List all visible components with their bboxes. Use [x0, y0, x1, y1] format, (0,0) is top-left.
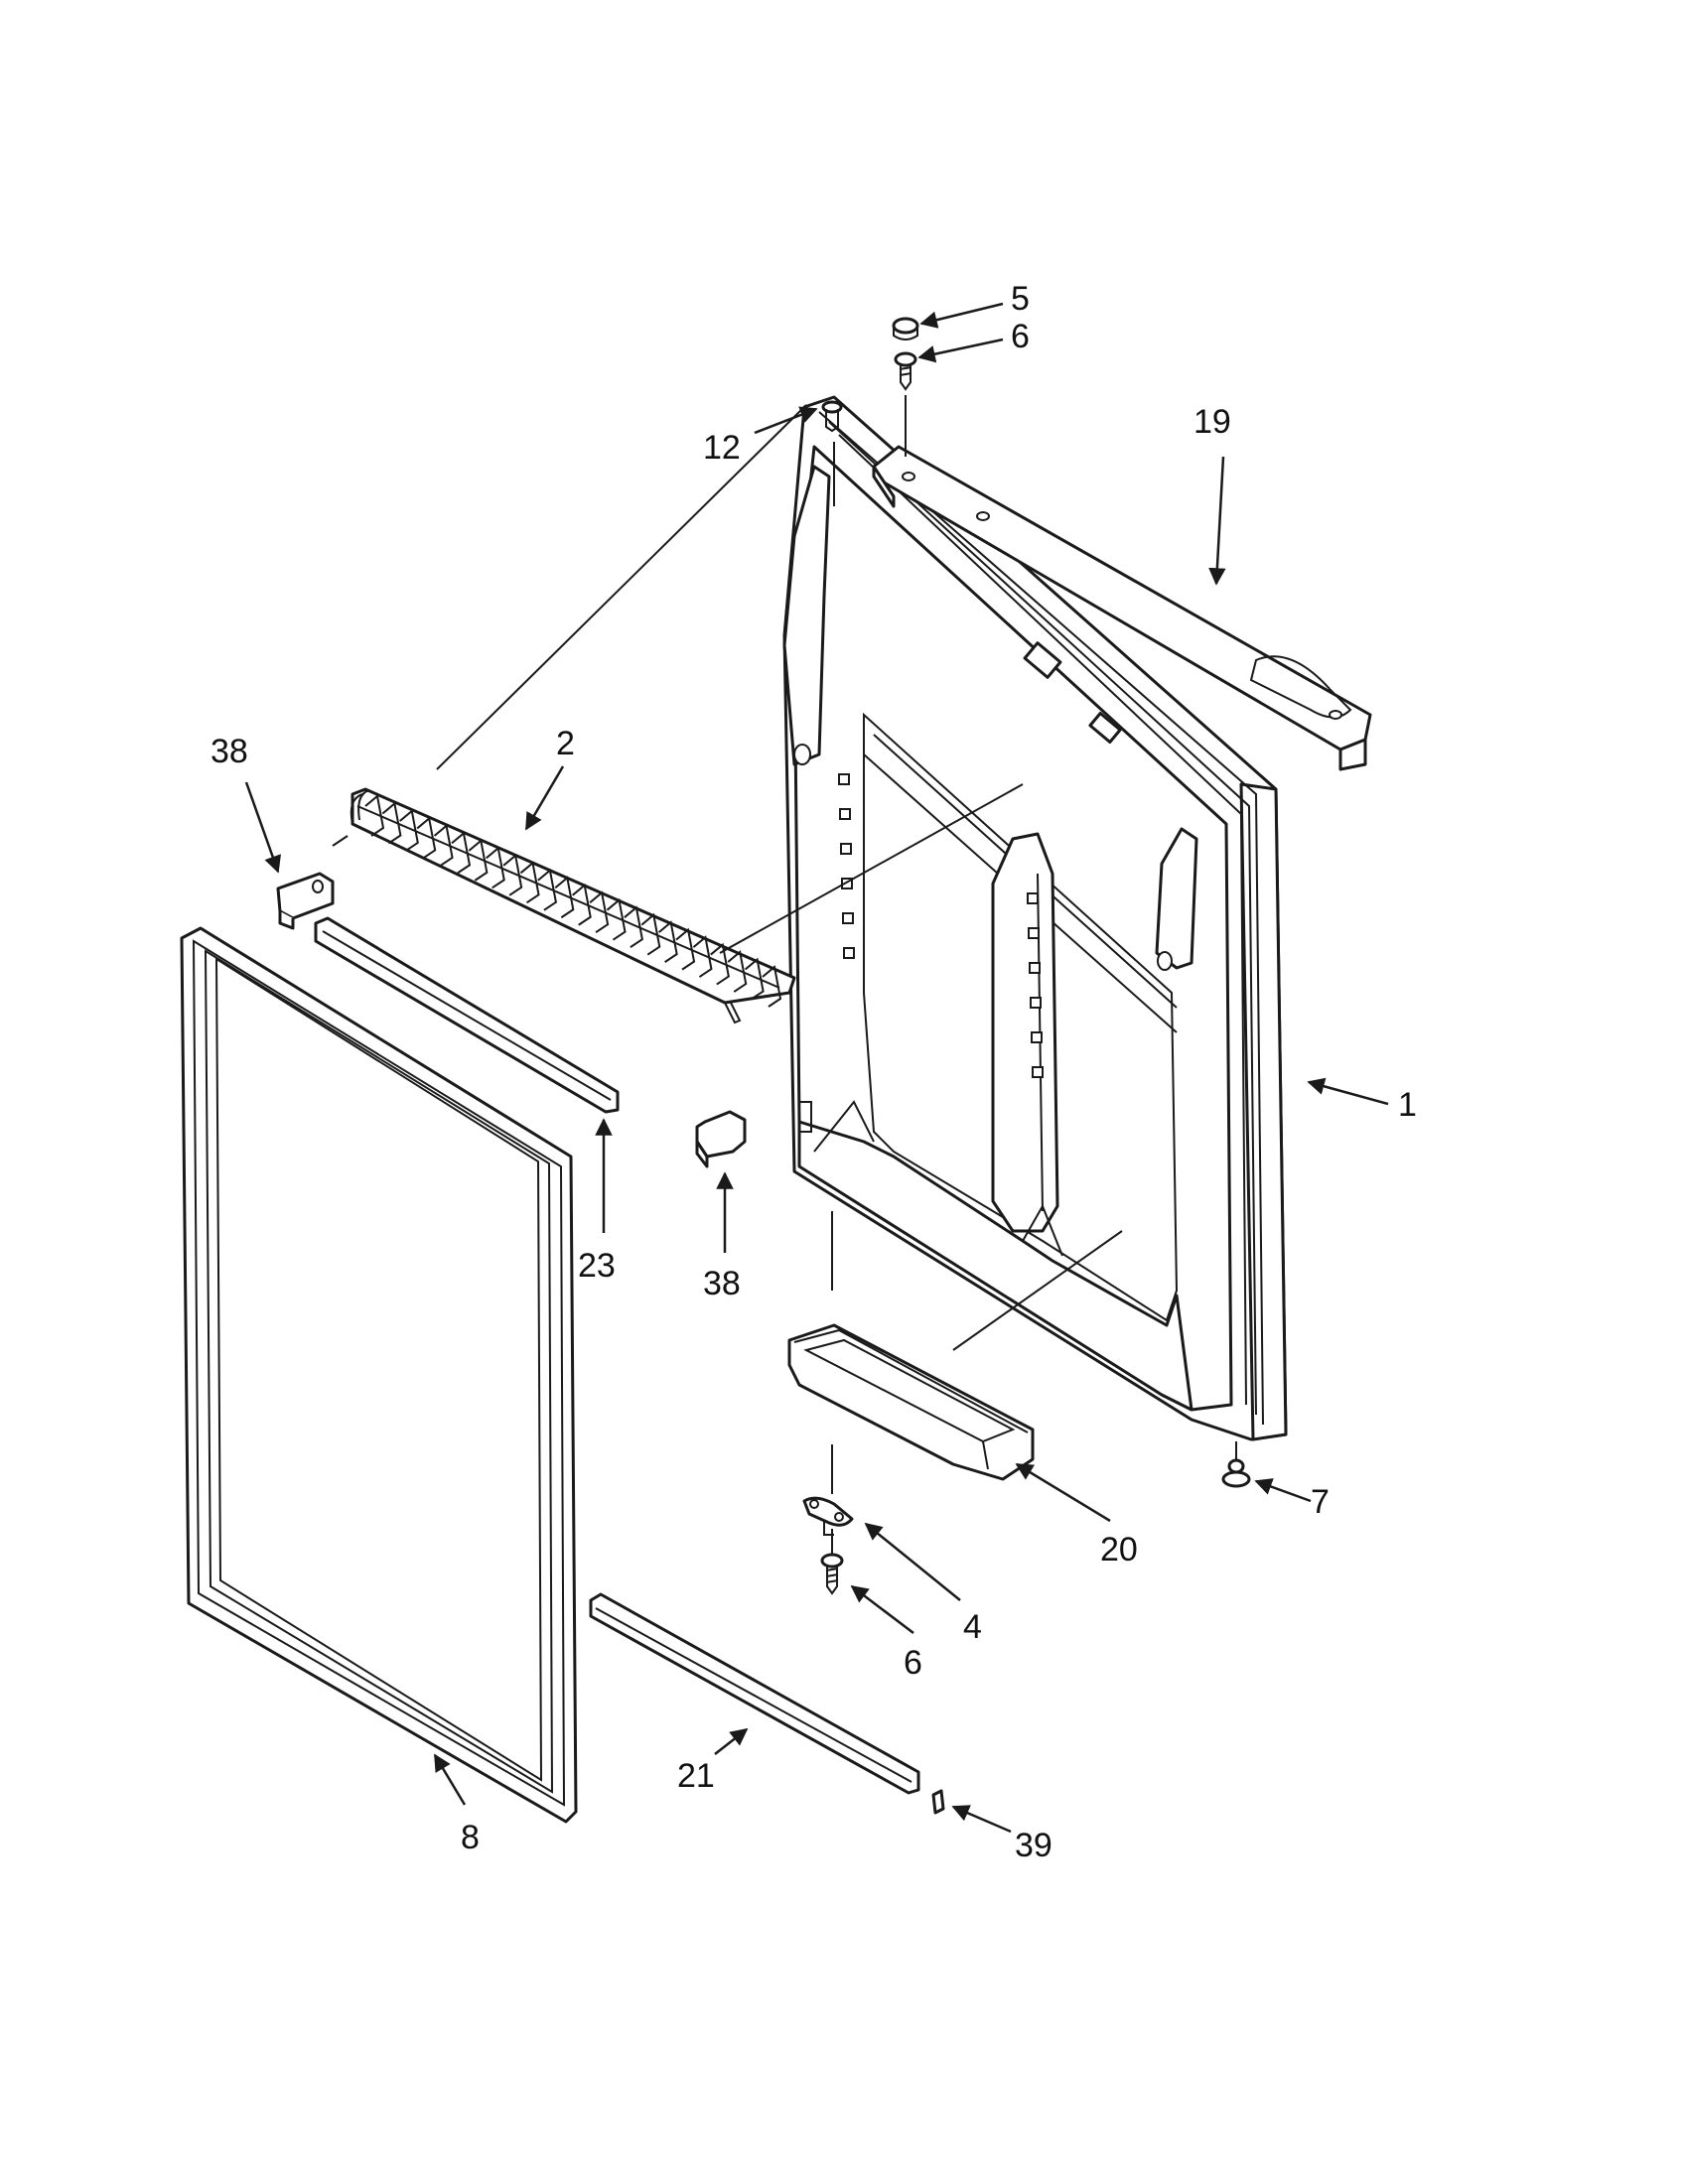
- shelf-wire: [451, 831, 472, 875]
- bottom-gasket-rail: [589, 1592, 920, 1795]
- bottom-hinge-bracket: [802, 1496, 854, 1536]
- shelf-wire: [727, 950, 748, 993]
- callout-38-left: 38: [210, 733, 248, 770]
- shelf-wire: [606, 897, 627, 941]
- door-bin: [787, 1323, 1035, 1481]
- callout-4: 4: [963, 1608, 982, 1646]
- callout-20: 20: [1100, 1531, 1138, 1569]
- callout-7: 7: [1311, 1483, 1330, 1521]
- shelf-retainer-left: [276, 872, 335, 930]
- shelf-wire: [710, 942, 730, 986]
- callout-labels: 5 6 12 19 38 2 1 23 38 7 20 4 6 21 8 39: [210, 280, 1417, 1864]
- door-gasket: [180, 926, 578, 1824]
- shelf-wire: [416, 816, 437, 860]
- shelf-wire: [537, 868, 558, 911]
- callout-6-bottom: 6: [904, 1644, 922, 1682]
- assembly-guide-lines: [332, 395, 1237, 1554]
- shelf-retainer-right: [695, 1110, 747, 1168]
- shelf-wire: [640, 912, 661, 956]
- leader-arrows: [244, 302, 1389, 1834]
- callout-1: 1: [1398, 1086, 1417, 1124]
- callout-8: 8: [461, 1819, 480, 1856]
- callout-21: 21: [677, 1757, 715, 1795]
- shelf-wire: [624, 905, 643, 949]
- cap-plug: [892, 317, 919, 341]
- callout-39: 39: [1015, 1827, 1052, 1864]
- shelf-wire: [399, 809, 419, 852]
- shelf-wire: [502, 853, 523, 896]
- shelf-wire: [433, 824, 454, 867]
- callout-12: 12: [703, 429, 741, 467]
- lower-bushing: [1221, 1458, 1251, 1488]
- shelf-wire: [675, 927, 696, 971]
- door-hole-column-left: [838, 773, 855, 959]
- shelf-wire: [364, 794, 385, 837]
- callout-23: 23: [578, 1247, 616, 1285]
- wire-door-shelf: [350, 787, 796, 1024]
- shelf-wire: [692, 935, 713, 978]
- callout-5: 5: [1011, 280, 1030, 318]
- door-assembly: [782, 395, 1288, 1441]
- hinge-pin: [821, 400, 843, 433]
- shelf-wire: [554, 876, 575, 919]
- shelf-wire: [381, 801, 402, 845]
- door-hole-column-right: [1027, 892, 1044, 1078]
- callout-19: 19: [1193, 403, 1231, 441]
- shelf-wire: [519, 861, 540, 904]
- shelf-wire: [744, 957, 765, 1001]
- shelf-wire: [658, 920, 678, 963]
- callout-38-mid: 38: [703, 1265, 741, 1302]
- top-gasket-rail: [314, 916, 620, 1114]
- shelf-wire: [589, 890, 610, 934]
- shelf-wire: [468, 839, 489, 882]
- shelf-wire: [762, 965, 782, 1008]
- end-clip: [931, 1789, 945, 1815]
- callout-6-top: 6: [1011, 318, 1030, 355]
- callout-2: 2: [556, 725, 575, 762]
- door-top-cover: [872, 445, 1372, 771]
- shelf-wire: [486, 846, 505, 889]
- shelf-wire: [572, 883, 592, 926]
- screw-top: [894, 351, 917, 391]
- screw-bottom: [820, 1553, 844, 1595]
